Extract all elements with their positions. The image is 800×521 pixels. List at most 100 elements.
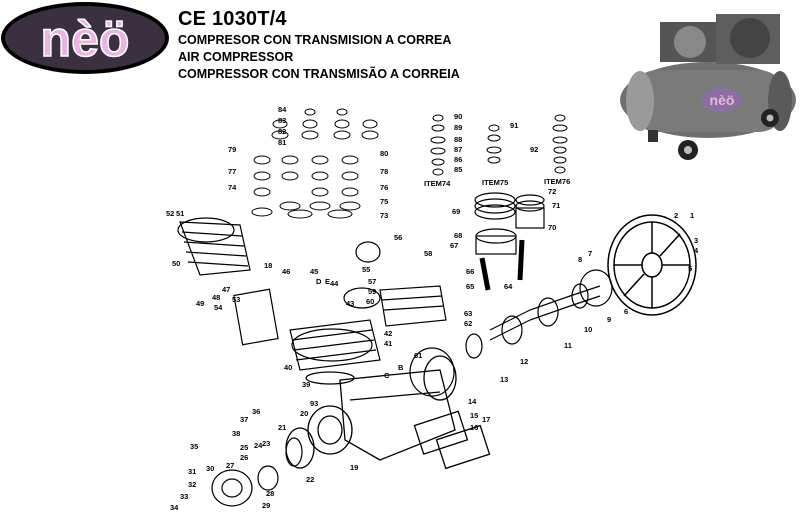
callout-77: 77: [228, 167, 237, 176]
callout-59: 59: [368, 287, 377, 296]
subtitle-es: COMPRESOR CON TRANSMISION A CORREA: [178, 33, 452, 47]
callout-12: 12: [520, 357, 529, 366]
callout-30: 30: [206, 464, 215, 473]
callout-15: 15: [470, 411, 479, 420]
callout-63: 63: [464, 309, 473, 318]
callout-46: 46: [282, 267, 291, 276]
left-cylinder: [177, 217, 279, 346]
callout-56: 56: [394, 233, 403, 242]
callout-40: 40: [284, 363, 293, 372]
callout-89: 89: [454, 123, 463, 132]
neo-logo: nèö: [1, 2, 169, 74]
cylinder-head: [289, 285, 447, 371]
item75-label: ITEM75: [482, 178, 509, 187]
callout-7: 7: [588, 249, 593, 258]
callout-74: 74: [228, 183, 237, 192]
callout-60: 60: [366, 297, 375, 306]
callout-51: 51: [176, 209, 185, 218]
callout-91: 91: [510, 121, 519, 130]
callout-65: 65: [466, 282, 475, 291]
callout-70: 70: [548, 223, 557, 232]
callout-82: 82: [278, 127, 287, 136]
callout-90: 90: [454, 112, 463, 121]
piston-parts: [474, 192, 545, 291]
callout-58: 58: [424, 249, 433, 258]
callout-9: 9: [607, 315, 612, 324]
callout-17: 17: [482, 415, 491, 424]
subtitle-pt: COMPRESSOR CON TRANSMISÃO A CORREIA: [178, 67, 460, 81]
callout-36: 36: [252, 407, 261, 416]
callout-79: 79: [228, 145, 237, 154]
logo-text: nèö: [41, 11, 130, 67]
callout-73: 73: [380, 211, 389, 220]
callout-22: 22: [306, 475, 315, 484]
callout-53: 53: [232, 295, 241, 304]
callout-25: 25: [240, 443, 249, 452]
callout-23: 23: [262, 439, 271, 448]
callout-80: 80: [380, 149, 389, 158]
callout-18: 18: [264, 261, 273, 270]
callout-85: 85: [454, 165, 463, 174]
callout-3: 3: [694, 236, 699, 245]
callout-75: 75: [380, 197, 389, 206]
callout-19: 19: [350, 463, 359, 472]
callout-68: 68: [454, 231, 463, 240]
callout-20: 20: [300, 409, 309, 418]
callout-47: 47: [222, 285, 231, 294]
callout-49: 49: [196, 299, 205, 308]
callout-66: 66: [466, 267, 475, 276]
callout-8: 8: [578, 255, 583, 264]
subtitle-en: AIR COMPRESSOR: [178, 50, 294, 64]
callout-67: 67: [450, 241, 459, 250]
callout-34: 34: [170, 503, 179, 512]
callout-4: 4: [694, 246, 699, 255]
callout-81: 81: [278, 138, 287, 147]
callout-84: 84: [278, 105, 287, 114]
item74-label: ITEM74: [424, 179, 451, 188]
item76-label: ITEM76: [544, 177, 571, 186]
callout-93: 93: [310, 399, 319, 408]
lower-left-parts: [211, 437, 303, 507]
callout-28: 28: [266, 489, 275, 498]
callout-35: 35: [190, 442, 199, 451]
callout-44: 44: [330, 279, 339, 288]
callout-39: 39: [302, 380, 311, 389]
callout-55: 55: [362, 265, 371, 274]
callout-37: 37: [240, 415, 249, 424]
callout-24: 24: [254, 441, 263, 450]
callout-64: 64: [504, 282, 513, 291]
callout-38: 38: [232, 429, 241, 438]
callout-45: 45: [310, 267, 319, 276]
callout-41: 41: [384, 339, 393, 348]
marker-b: B: [398, 363, 404, 372]
gasket: [305, 241, 455, 397]
callout-72: 72: [548, 187, 557, 196]
crankcase: [285, 355, 491, 470]
callout-42: 42: [384, 329, 393, 338]
marker-d: D: [316, 277, 322, 286]
callout-2: 2: [674, 211, 679, 220]
callout-21: 21: [278, 423, 287, 432]
callout-71: 71: [552, 201, 561, 210]
callout-61: 61: [414, 351, 423, 360]
callout-10: 10: [584, 325, 593, 334]
callout-86: 86: [454, 155, 463, 164]
crankshaft: [465, 269, 613, 359]
callout-87: 87: [454, 145, 463, 154]
callout-27: 27: [226, 461, 235, 470]
photo-logo-text: nèö: [710, 92, 735, 108]
callout-26: 26: [240, 453, 249, 462]
callout-1: 1: [690, 211, 695, 220]
compressor-photo: nèö: [620, 14, 796, 160]
callout-57: 57: [368, 277, 377, 286]
callout-92: 92: [530, 145, 539, 154]
callout-43: 43: [346, 299, 355, 308]
callout-5: 5: [688, 264, 693, 273]
callout-83: 83: [278, 116, 287, 125]
valve-plate-stack: [251, 108, 379, 219]
callout-29: 29: [262, 501, 271, 510]
callout-11: 11: [564, 341, 572, 350]
callout-16: 16: [470, 423, 479, 432]
